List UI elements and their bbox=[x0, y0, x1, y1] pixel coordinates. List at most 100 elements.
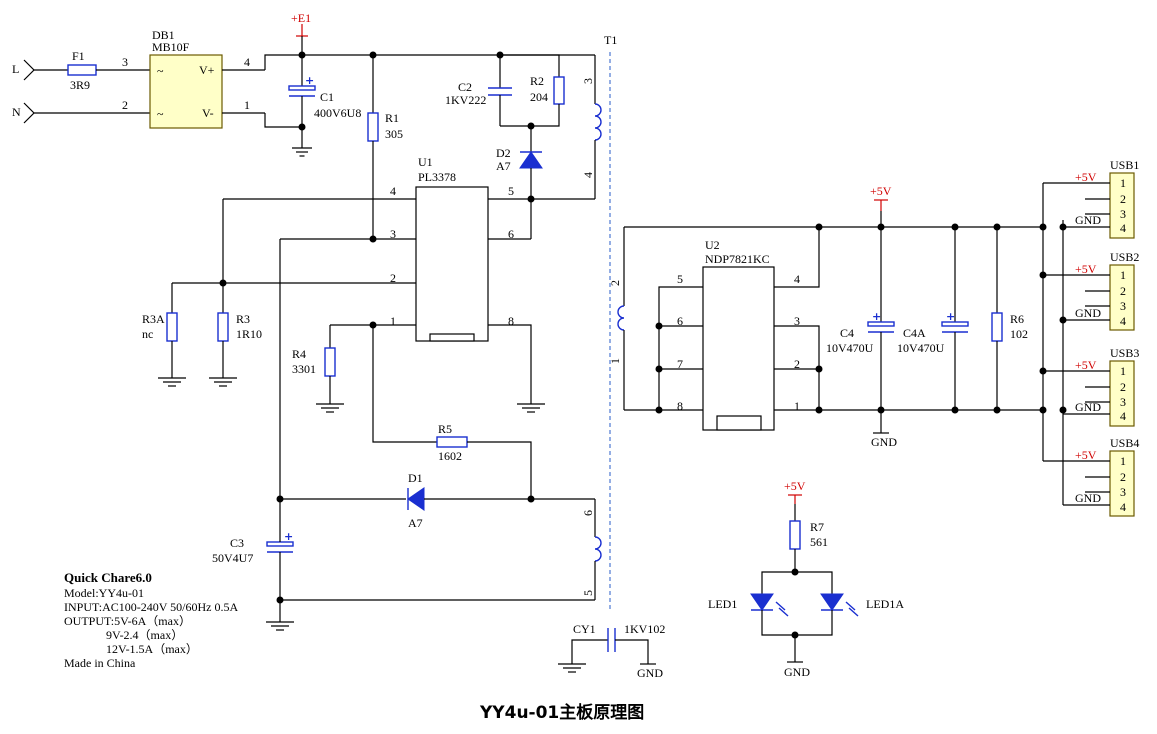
r3a-ref: R3A bbox=[142, 312, 165, 326]
svg-text:2: 2 bbox=[1120, 284, 1126, 298]
t1-primary-coil bbox=[594, 103, 602, 141]
resistor-r6 bbox=[991, 312, 1003, 342]
svg-text:5: 5 bbox=[677, 272, 683, 286]
svg-text:5: 5 bbox=[581, 590, 595, 596]
bridge-db1 bbox=[149, 54, 223, 129]
svg-text:Made in China: Made in China bbox=[64, 656, 136, 670]
svg-text:GND: GND bbox=[1075, 306, 1101, 320]
svg-text:USB1: USB1 bbox=[1110, 158, 1139, 172]
r5-value: 1602 bbox=[438, 449, 462, 463]
u1-value: PL3378 bbox=[418, 170, 456, 184]
diode-d1 bbox=[407, 487, 425, 511]
r1-value: 305 bbox=[385, 127, 403, 141]
svg-text:USB4: USB4 bbox=[1110, 436, 1139, 450]
svg-text:7: 7 bbox=[677, 357, 683, 371]
svg-text:4: 4 bbox=[1120, 314, 1126, 328]
r3-ref: R3 bbox=[236, 312, 250, 326]
d2-value: A7 bbox=[496, 159, 511, 173]
r1-ref: R1 bbox=[385, 111, 399, 125]
r2-ref: R2 bbox=[530, 74, 544, 88]
ic-u1 bbox=[415, 186, 489, 342]
svg-text:3: 3 bbox=[390, 227, 396, 241]
input-n-terminal bbox=[23, 102, 35, 124]
r6-ref: R6 bbox=[1010, 312, 1024, 326]
svg-text:1: 1 bbox=[794, 399, 800, 413]
input-n-label: N bbox=[12, 105, 21, 119]
capacitor-c4 bbox=[867, 321, 895, 327]
resistor-r2 bbox=[553, 76, 565, 105]
svg-text:6: 6 bbox=[508, 227, 514, 241]
resistor-r3a bbox=[166, 312, 178, 342]
u2-ref: U2 bbox=[705, 238, 720, 252]
svg-text:V-: V- bbox=[202, 106, 214, 120]
svg-text:4: 4 bbox=[390, 184, 396, 198]
resistor-r4 bbox=[324, 347, 336, 377]
svg-text:INPUT:AC100-240V 50/60Hz 0.5A: INPUT:AC100-240V 50/60Hz 0.5A bbox=[64, 600, 239, 614]
d2-ref: D2 bbox=[496, 146, 511, 160]
svg-text:2: 2 bbox=[1120, 470, 1126, 484]
svg-text:~: ~ bbox=[157, 107, 164, 121]
svg-text:+5V: +5V bbox=[1075, 358, 1097, 372]
db1-ref: DB1 bbox=[152, 28, 175, 42]
svg-text:1: 1 bbox=[244, 98, 250, 112]
svg-text:1: 1 bbox=[390, 314, 396, 328]
r7-ref: R7 bbox=[810, 520, 824, 534]
db1-value: MB10F bbox=[152, 40, 190, 54]
capacitor-cy1: CY1 1KV102 GND bbox=[557, 622, 665, 680]
svg-text:2: 2 bbox=[390, 271, 396, 285]
svg-text:4: 4 bbox=[1120, 500, 1126, 514]
svg-text:2: 2 bbox=[1120, 192, 1126, 206]
svg-text:6: 6 bbox=[581, 510, 595, 516]
svg-text:1: 1 bbox=[608, 358, 622, 364]
usb1-connector: USB1 +5V GND 1 2 3 4 bbox=[1043, 158, 1139, 239]
svg-text:6: 6 bbox=[677, 314, 683, 328]
svg-text:USB2: USB2 bbox=[1110, 250, 1139, 264]
svg-text:4: 4 bbox=[1120, 409, 1126, 423]
resistor-r1 bbox=[367, 112, 379, 142]
capacitor-c1 bbox=[288, 85, 316, 91]
led-led1a bbox=[820, 593, 844, 611]
d1-value: A7 bbox=[408, 516, 423, 530]
svg-text:3: 3 bbox=[1120, 299, 1126, 313]
product-info: Quick Chare6.0 Model:YY4u-01 INPUT:AC100… bbox=[64, 570, 239, 670]
r3a-value: nc bbox=[142, 327, 153, 341]
svg-text:1: 1 bbox=[1120, 364, 1126, 378]
svg-text:1KV102: 1KV102 bbox=[624, 622, 665, 636]
svg-text:3: 3 bbox=[122, 55, 128, 69]
led-led1 bbox=[750, 593, 774, 611]
r6-value: 102 bbox=[1010, 327, 1028, 341]
input-l-terminal bbox=[23, 59, 35, 81]
resistor-r7 bbox=[789, 520, 801, 550]
resistor-r5 bbox=[436, 436, 468, 448]
c4a-ref: C4A bbox=[903, 326, 926, 340]
transformer-t1: T1 3 4 6 5 2 1 bbox=[581, 33, 625, 612]
svg-text:4: 4 bbox=[794, 272, 800, 286]
resistor-r3 bbox=[217, 312, 229, 342]
svg-text:GND: GND bbox=[1075, 400, 1101, 414]
output-filter: +5V + C4 10V470U GND + C4A 10V470U R6 10… bbox=[826, 184, 1047, 449]
controller-u1: U1 PL3378 4 3 2 1 5 6 8 R3 1R10 R3A bbox=[142, 155, 595, 499]
rectifier-u2: U2 NDP7821KC 5 6 7 8 4 3 2 1 bbox=[624, 223, 1043, 431]
svg-text:GND: GND bbox=[637, 666, 663, 680]
r5-ref: R5 bbox=[438, 422, 452, 436]
input-l-label: L bbox=[12, 62, 19, 76]
t1-ref: T1 bbox=[604, 33, 617, 47]
net-e1-label: +E1 bbox=[291, 11, 311, 25]
svg-text:2: 2 bbox=[122, 98, 128, 112]
svg-text:+: + bbox=[946, 310, 955, 323]
svg-text:+5V: +5V bbox=[1075, 448, 1097, 462]
svg-text:GND: GND bbox=[784, 665, 810, 679]
svg-text:3: 3 bbox=[581, 78, 595, 84]
c2-ref: C2 bbox=[458, 80, 472, 94]
f1-value: 3R9 bbox=[70, 78, 90, 92]
capacitor-c4a bbox=[941, 321, 969, 327]
ac-input-section: L N F1 3R9 3 2 DB1 MB10F ~ ~ V+ V- 4 1 bbox=[12, 28, 302, 129]
svg-text:1: 1 bbox=[1120, 454, 1126, 468]
usb2-connector: USB2 +5V GND 1 2 3 4 bbox=[1043, 250, 1139, 331]
svg-text:V+: V+ bbox=[199, 63, 215, 77]
info-heading: Quick Chare6.0 bbox=[64, 570, 152, 585]
r7-value: 561 bbox=[810, 535, 828, 549]
svg-text:Model:YY4u-01: Model:YY4u-01 bbox=[64, 586, 144, 600]
usb4-connector: USB4 +5V GND 1 2 3 4 bbox=[1043, 436, 1139, 517]
